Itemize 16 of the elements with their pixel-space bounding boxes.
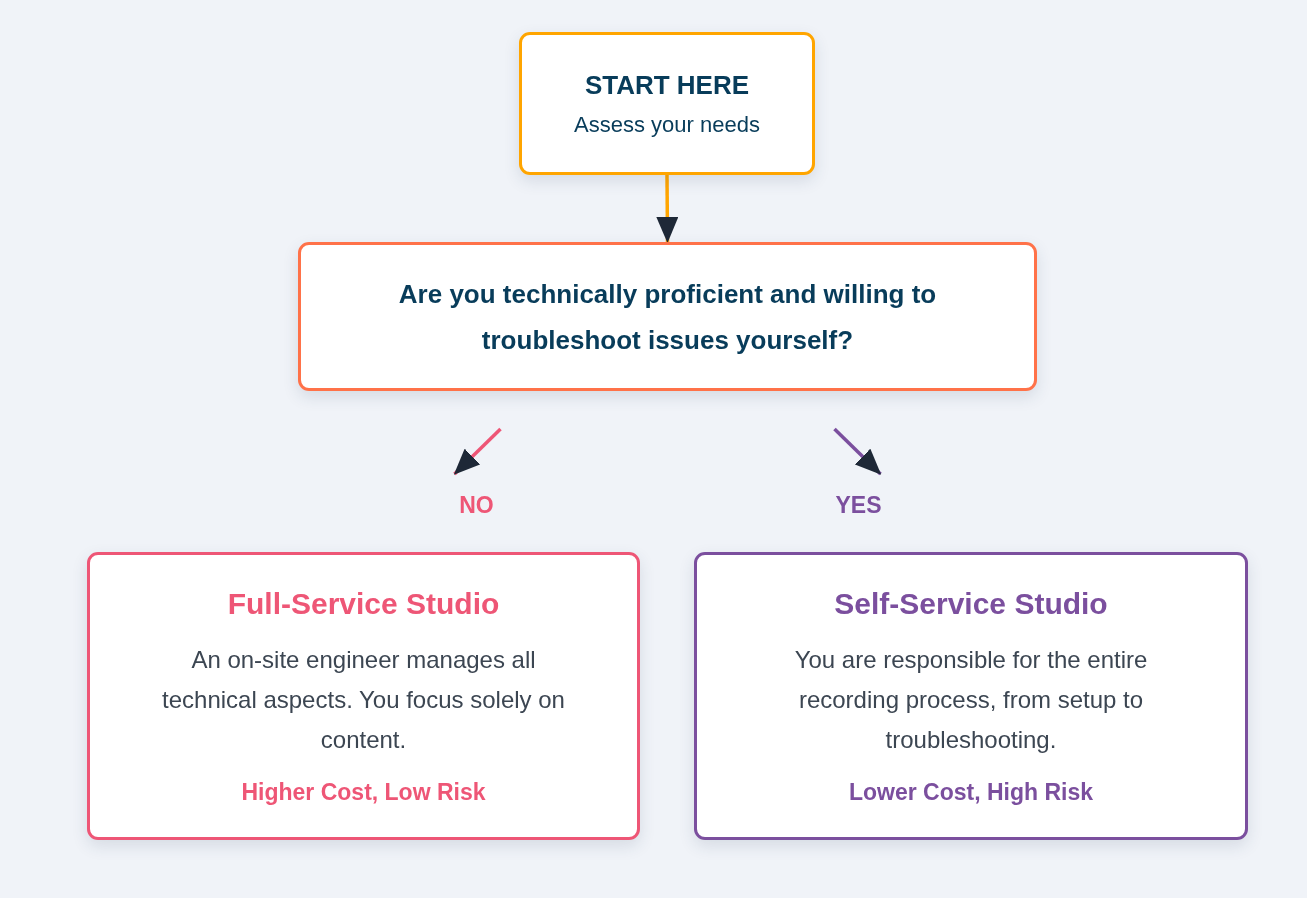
arrow [453, 427, 502, 476]
box-heading: START HERE [584, 68, 750, 102]
card-title: Full-Service Studio [227, 586, 500, 622]
arrow [833, 427, 882, 476]
outcome-card [694, 552, 1248, 840]
start-box [519, 32, 815, 175]
cost-risk-tag: Higher Cost, Low Risk [241, 776, 486, 808]
box-subtitle: Assess your needs [574, 110, 760, 139]
cost-risk-tag: Lower Cost, High Risk [848, 776, 1094, 808]
decision-box [298, 242, 1037, 391]
card-description: An on-site engineer manages all technical aspects. You focus solely on content. [161, 645, 566, 755]
arrow [656, 175, 679, 243]
outcome-card [87, 552, 640, 840]
question-text: Are you technically proficient and willing to troubleshoot issues yourself? [397, 277, 938, 357]
card-description: You are responsible for the entire recording process, from setup to troubleshooting. [793, 645, 1149, 755]
card-title: Self-Service Studio [834, 586, 1108, 622]
